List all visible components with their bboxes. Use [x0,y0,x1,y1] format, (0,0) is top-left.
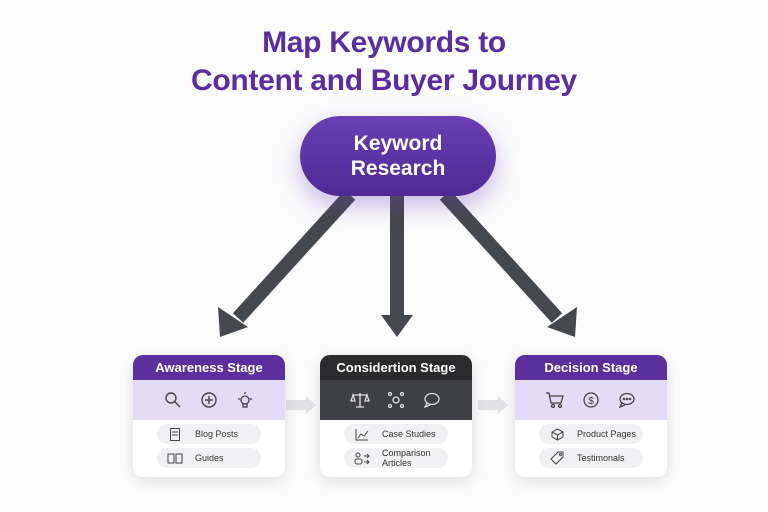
consideration-stage-card[interactable]: Considertion Stage Case Studies Comparis… [320,355,472,477]
book-icon [167,452,183,464]
arrow-left [232,190,356,323]
list-item[interactable]: Blog Posts [157,424,261,444]
network-icon [386,390,406,410]
stage-title: Considertion Stage [320,355,472,380]
chat-dots-icon [617,390,637,410]
item-label: Case Studies [382,429,436,439]
stage-title: Awareness Stage [133,355,285,380]
list-item[interactable]: Comparison Articles [344,448,448,468]
box-icon [549,427,565,441]
list-item[interactable]: Case Studies [344,424,448,444]
arrowhead-center-icon [381,315,413,337]
dollar-icon: $ [581,390,601,410]
search-icon [163,390,183,410]
awareness-stage-card[interactable]: Awareness Stage Blog Posts Guides [133,355,285,477]
page-title: Map Keywords to Content and Buyer Journe… [0,24,768,100]
arrowhead-left-icon [218,307,248,337]
speech-bubble-icon [422,390,442,410]
tag-icon [549,451,565,465]
keyword-research-node[interactable]: Keyword Research [300,116,496,196]
arrow-right [439,190,563,323]
list-item[interactable]: Product Pages [539,424,643,444]
chart-icon [354,428,370,441]
root-line-1: Keyword [353,132,443,155]
item-label: Guides [195,453,224,463]
connector-1 [286,400,306,410]
add-circle-icon [199,390,219,410]
scale-icon [350,390,370,410]
title-line-2: Content and Buyer Journey [191,64,577,97]
item-label: Blog Posts [195,429,239,439]
item-label: Comparison Articles [382,448,431,468]
decision-stage-card[interactable]: Decision Stage $ Product Pages Testimona… [515,355,667,477]
svg-text:$: $ [588,396,594,407]
item-label: Testimonals [577,453,625,463]
stage-title: Decision Stage [515,355,667,380]
connector-2 [478,400,498,410]
cart-icon [545,390,565,410]
title-line-1: Map Keywords to [262,26,506,59]
root-line-2: Research [350,157,446,180]
lightbulb-icon [235,390,255,410]
item-label: Product Pages [577,429,637,439]
compare-icon [354,452,370,465]
list-item[interactable]: Guides [157,448,261,468]
list-item[interactable]: Testimonals [539,448,643,468]
document-icon [167,427,183,441]
arrowhead-right-icon [547,307,577,337]
